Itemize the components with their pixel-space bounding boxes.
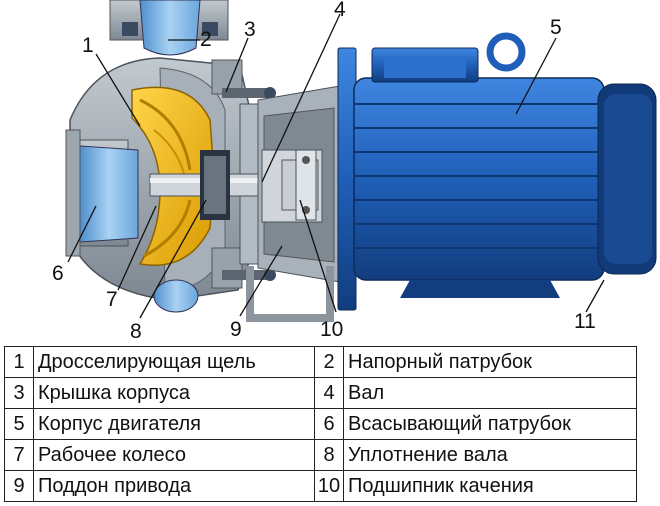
- callout-10: 10: [320, 318, 343, 341]
- leader-line-10: [299, 199, 337, 313]
- legend-label: Дросселирующая щель: [33, 346, 315, 378]
- legend-number: 8: [314, 439, 344, 471]
- legend-label: Напорный патрубок: [343, 346, 637, 378]
- legend-label: Рабочее колесо: [33, 439, 315, 471]
- callout-11: 11: [574, 310, 596, 333]
- motor-housing: [353, 32, 605, 298]
- legend-row: 5 Корпус двигателя 6 Всасывающий патрубо…: [4, 408, 637, 440]
- legend-number: 1: [4, 346, 34, 378]
- rolling-bearing: [295, 149, 317, 221]
- legend-row: 3 Крышка корпуса 4 Вал: [4, 377, 637, 409]
- leader-line-1: [95, 53, 141, 127]
- legend-label: Вал: [343, 377, 637, 409]
- legend-number: 7: [4, 439, 34, 471]
- legend-number: 5: [4, 408, 34, 440]
- callout-6: 6: [52, 262, 64, 285]
- callout-1: 1: [82, 34, 94, 57]
- leader-line-9: [239, 245, 283, 317]
- parts-legend-table: 1 Дросселирующая щель 2 Напорный патрубо…: [4, 346, 637, 502]
- volute-channel: [153, 279, 199, 313]
- callout-3: 3: [244, 18, 256, 41]
- leader-line-5: [515, 37, 557, 115]
- callout-2: 2: [200, 28, 212, 51]
- legend-number: 9: [4, 470, 34, 502]
- fan-cover: [597, 83, 657, 275]
- callout-4: 4: [334, 0, 346, 21]
- legend-row: 7 Рабочее колесо 8 Уплотнение вала: [4, 439, 637, 471]
- callout-5: 5: [550, 16, 562, 39]
- shaft-seal: [200, 150, 230, 220]
- leader-line-11: [585, 279, 605, 313]
- legend-label: Корпус двигателя: [33, 408, 315, 440]
- legend-number: 3: [4, 377, 34, 409]
- legend-row: 9 Поддон привода 10 Подшипник качения: [4, 470, 637, 502]
- leader-line-6: [67, 205, 97, 263]
- leader-line-7: [117, 205, 157, 291]
- legend-label: Подшипник качения: [343, 470, 637, 502]
- leader-line-8: [139, 199, 207, 319]
- legend-number: 4: [314, 377, 344, 409]
- suction-nozzle: [65, 129, 139, 257]
- legend-number: 6: [314, 408, 344, 440]
- legend-label: Всасывающий патрубок: [343, 408, 637, 440]
- legend-label: Поддон привода: [33, 470, 315, 502]
- callout-7: 7: [106, 288, 118, 311]
- legend-number: 2: [314, 346, 344, 378]
- legend-number: 10: [314, 470, 344, 502]
- pump-cutaway-diagram: 1 2 3 4 5 6 7 8 9 10 11: [52, 0, 657, 343]
- callout-9: 9: [230, 318, 242, 341]
- legend-label: Крышка корпуса: [33, 377, 315, 409]
- discharge-nozzle: [109, 0, 229, 56]
- leader-line-3: [225, 37, 249, 93]
- legend-row: 1 Дросселирующая щель 2 Напорный патрубо…: [4, 346, 637, 378]
- leader-line-4: [261, 13, 341, 183]
- legend-label: Уплотнение вала: [343, 439, 637, 471]
- callout-8: 8: [130, 320, 142, 343]
